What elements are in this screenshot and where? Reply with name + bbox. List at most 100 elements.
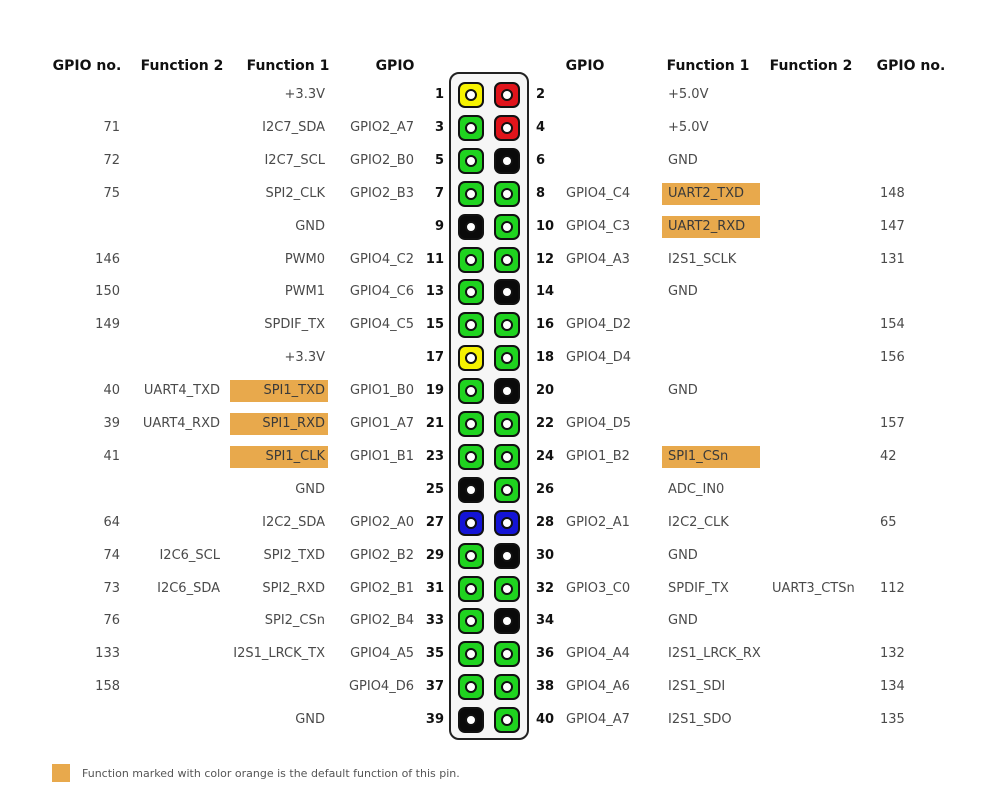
right-gpio-no: 42 [880, 448, 897, 464]
left-gpio-no [60, 709, 120, 731]
right-function2 [772, 643, 866, 665]
pin-1-power-3v3 [458, 82, 484, 108]
pin-32-gpio [494, 575, 520, 602]
right-gpio-no [880, 380, 950, 402]
right-function2 [772, 610, 866, 632]
pin-27-i2c [458, 509, 484, 536]
left-pin-number: 1 [434, 87, 444, 102]
right-function1: I2S1_SCLK [668, 251, 737, 267]
left-function1: PWM0 [284, 251, 325, 267]
left-gpio: GPIO4_A5 [350, 646, 414, 662]
left-gpio-no: 74 [103, 547, 120, 563]
left-pin-number: 11 [425, 251, 444, 267]
left-function2 [130, 610, 220, 632]
right-function2 [772, 281, 866, 303]
right-gpio-no: 148 [880, 185, 905, 201]
pin-11-gpio [458, 246, 484, 273]
right-pin-number: 2 [536, 87, 546, 102]
left-gpio [336, 709, 414, 731]
left-gpio: GPIO2_B4 [350, 613, 414, 629]
header-right-gpio-no: GPIO no. [876, 58, 946, 74]
left-function2 [130, 314, 220, 336]
left-gpio-no: 40 [103, 383, 120, 399]
right-function2 [772, 216, 866, 238]
pin-23-gpio [458, 443, 484, 470]
right-pin-number: 20 [536, 383, 555, 399]
right-function2 [772, 249, 866, 271]
left-function1: I2C2_SDA [262, 514, 325, 530]
right-gpio [566, 479, 646, 501]
right-pin-number: 40 [536, 712, 555, 728]
pin-22-gpio [494, 411, 520, 437]
right-function2 [772, 709, 866, 731]
left-function2 [130, 643, 220, 665]
pin-18-gpio [494, 345, 520, 372]
left-gpio-no [60, 84, 120, 106]
left-pin-number: 39 [425, 712, 444, 728]
pin-2-power-5v [494, 82, 520, 108]
header-left-function2: Function 2 [140, 58, 224, 74]
right-gpio: GPIO2_A1 [566, 514, 630, 530]
pin-36-gpio [494, 641, 520, 668]
left-gpio: GPIO1_B0 [350, 383, 414, 399]
pin-25-ground [458, 476, 484, 503]
left-pin-number: 35 [425, 646, 444, 662]
right-function2 [772, 413, 866, 435]
right-gpio-no [880, 545, 950, 567]
pin-21-gpio [458, 411, 484, 437]
left-function2 [130, 84, 220, 106]
left-gpio-no: 73 [103, 580, 120, 596]
left-function2 [130, 676, 220, 698]
right-gpio: GPIO4_D4 [566, 350, 632, 366]
pin-9-ground [458, 213, 484, 240]
left-pin-number: 33 [425, 613, 444, 629]
left-function2: I2C6_SDA [157, 580, 220, 596]
left-gpio-no [60, 347, 120, 369]
left-gpio-no: 133 [95, 646, 120, 662]
pin-24-gpio [494, 443, 520, 470]
left-function1: SPI1_RXD [230, 413, 328, 435]
right-gpio: GPIO4_D2 [566, 317, 632, 333]
left-function1: I2S1_LRCK_TX [233, 646, 325, 662]
right-pin-number: 30 [536, 547, 555, 563]
right-function2 [772, 347, 866, 369]
right-function1: UART2_TXD [662, 182, 760, 205]
right-gpio-no: 147 [880, 218, 905, 234]
left-gpio: GPIO2_B1 [350, 580, 414, 596]
left-function2: UART4_RXD [142, 416, 220, 431]
right-gpio [566, 610, 646, 632]
left-function1: SPI2_CLK [265, 185, 325, 201]
left-gpio: GPIO4_D6 [348, 679, 414, 695]
right-pin-number: 10 [536, 218, 555, 234]
pin-16-gpio [494, 312, 520, 339]
left-pin-number: 13 [425, 284, 444, 300]
pin-13-gpio [458, 279, 484, 306]
left-pin-number: 9 [434, 218, 444, 234]
left-function1: +3.3V [284, 350, 325, 366]
left-function1: I2C7_SDA [262, 119, 325, 135]
pin-29-gpio [458, 542, 484, 569]
pin-34-ground [494, 608, 520, 635]
left-gpio-no: 146 [95, 251, 120, 267]
left-function2 [130, 183, 220, 205]
left-gpio-no: 72 [103, 152, 120, 168]
left-gpio: GPIO2_A7 [350, 119, 414, 135]
right-function1: ADC_IN0 [668, 481, 725, 497]
right-function2 [772, 84, 866, 106]
right-function1: SPDIF_TX [668, 580, 729, 596]
right-function2 [772, 512, 866, 534]
left-gpio-no: 71 [103, 119, 120, 135]
right-function2 [772, 479, 866, 501]
left-function1: SPI2_TXD [263, 547, 325, 563]
left-gpio-no [60, 216, 120, 238]
pin-31-gpio [458, 575, 484, 602]
right-gpio: GPIO4_A6 [566, 679, 630, 695]
pin-40-gpio [494, 707, 520, 734]
left-function2 [130, 117, 220, 139]
right-gpio [566, 117, 646, 139]
right-function1 [662, 413, 760, 435]
right-function1: GND [668, 383, 698, 399]
right-gpio [566, 84, 646, 106]
pin-6-ground [494, 147, 520, 174]
right-pin-number: 14 [536, 284, 555, 300]
